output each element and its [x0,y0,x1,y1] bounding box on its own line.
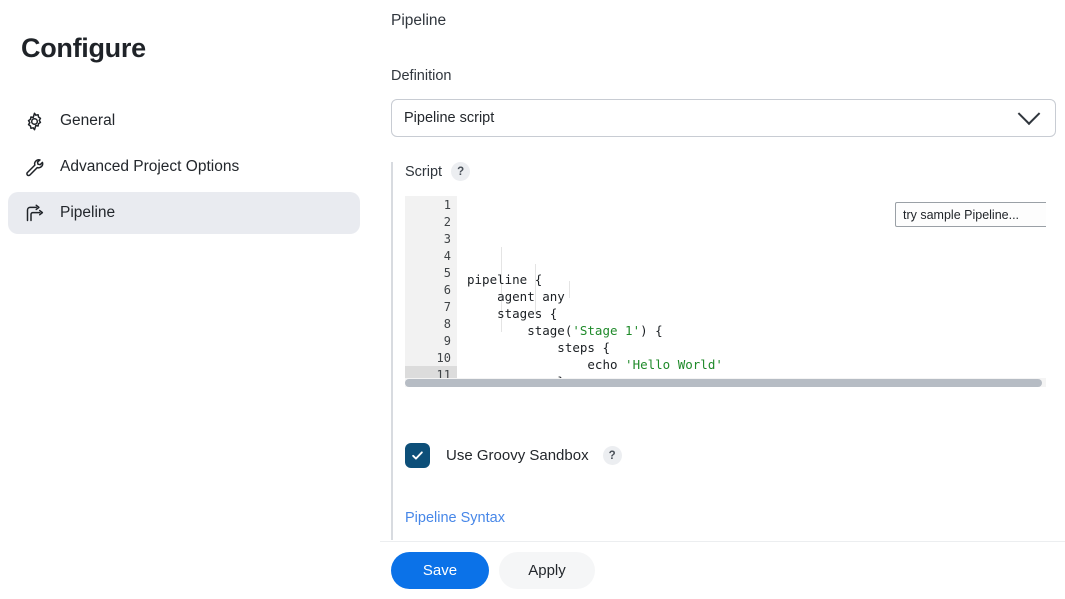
code-text: pipeline { [467,272,543,287]
gutter-line-number: 10 [436,350,451,365]
check-icon [412,451,423,460]
gutter-line-number: 6 [443,282,451,297]
groovy-sandbox-row: Use Groovy Sandbox ? [405,443,622,468]
sidebar: Configure General Advanced Project O [0,0,380,599]
gutter-line-number: 1▾ [405,196,465,213]
use-groovy-sandbox-checkbox[interactable] [405,443,430,468]
wrench-icon [22,155,46,179]
code-text: } [467,374,565,378]
code-string: 'Stage 1' [572,323,641,338]
code-line[interactable]: steps { [457,339,1046,356]
code-text: stage( [467,323,573,338]
indent-guide [535,264,536,315]
code-line[interactable]: echo 'Hello World' [457,356,1046,373]
scrollbar-thumb[interactable] [405,379,1042,387]
gutter-line-number: 3▾ [405,230,465,247]
use-groovy-sandbox-label: Use Groovy Sandbox [446,447,589,464]
code-line[interactable]: pipeline { [457,271,1046,288]
gutter-line-number: 7 [443,299,451,314]
code-text: steps { [467,340,610,355]
sidebar-item-label: General [60,112,116,129]
gutter-line-number: 5▾ [405,264,465,281]
definition-select-value: Pipeline script [404,110,495,126]
page-title: Configure [21,33,146,63]
help-icon[interactable]: ? [451,162,471,181]
chevron-down-icon [1017,102,1041,126]
sidebar-item-label: Advanced Project Options [60,158,240,175]
apply-button[interactable]: Apply [499,552,595,589]
script-header: Script ? [405,162,471,181]
sidebar-item-label: Pipeline [60,204,116,221]
indent-guide [501,247,502,332]
gutter-line-number: 4▾ [405,247,465,264]
sidebar-item-pipeline[interactable]: Pipeline [8,192,360,234]
script-accent-rail [391,162,393,540]
gutter-line-number: 8 [443,316,451,331]
main-scroll-area: Pipeline Definition Pipeline script Scri… [380,0,1065,541]
definition-select[interactable]: Pipeline script [391,99,1056,137]
try-sample-pipeline-select[interactable]: try sample Pipeline... [895,202,1046,227]
sidebar-item-general[interactable]: General [8,100,360,142]
script-label: Script [405,163,443,180]
gutter-line-number: 9 [443,333,451,348]
section-title: Pipeline [391,12,447,29]
code-text: ) { [640,323,663,338]
sidebar-nav: General Advanced Project Options [8,100,360,238]
save-button[interactable]: Save [391,552,489,589]
indent-guide [569,281,570,298]
gear-icon [22,109,46,133]
main-panel: Pipeline Definition Pipeline script Scri… [380,0,1065,599]
help-icon[interactable]: ? [602,446,622,465]
code-string: 'Hello World' [625,357,723,372]
pipeline-icon [22,201,46,225]
code-text: agent any [467,289,565,304]
editor-horizontal-scrollbar[interactable] [405,378,1046,387]
footer-divider [380,541,1065,542]
try-sample-pipeline-value: try sample Pipeline... [903,207,1020,222]
code-text: echo [467,357,626,372]
footer-actions: Save Apply [380,542,1065,599]
code-text: stages { [467,306,558,321]
code-line[interactable]: } [457,373,1046,378]
pipeline-syntax-link[interactable]: Pipeline Syntax [405,510,505,526]
sidebar-item-advanced-project-options[interactable]: Advanced Project Options [8,146,360,188]
code-line[interactable]: stages { [457,305,1046,322]
gutter-line-number: 2 [443,214,451,229]
definition-label: Definition [391,68,452,84]
code-line[interactable]: agent any [457,288,1046,305]
code-line[interactable]: stage('Stage 1') { [457,322,1046,339]
gutter-line-number: 11 [405,366,457,378]
